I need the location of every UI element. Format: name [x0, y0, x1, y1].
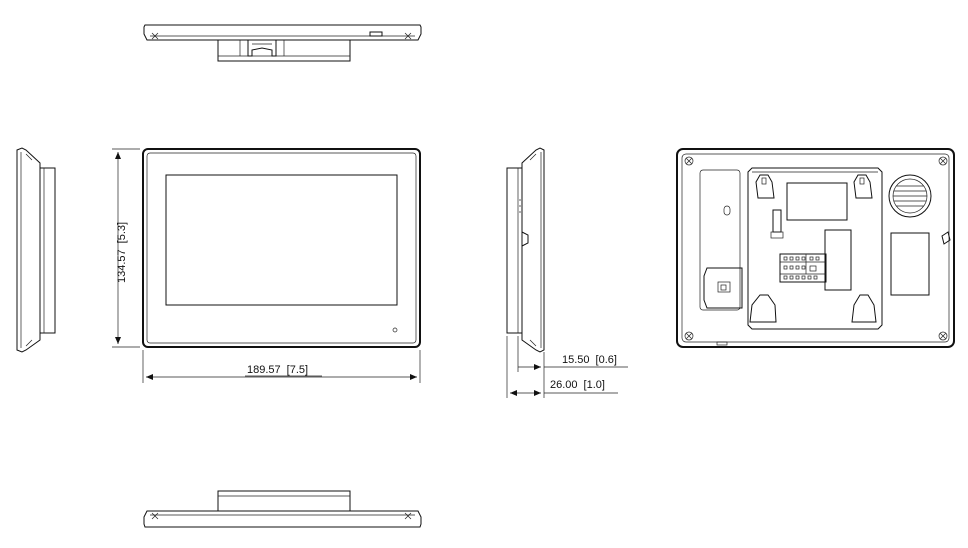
rear-view — [676, 148, 955, 348]
height-dimension-label: 134.57[5.3] — [116, 222, 128, 283]
top-view — [143, 24, 422, 62]
bottom-view — [143, 490, 422, 528]
width-dimension: 189.57[7.5] — [142, 350, 421, 383]
left-side-view — [16, 147, 56, 353]
right-side-view — [506, 147, 545, 353]
total-depth-label: 26.00[1.0] — [550, 379, 605, 391]
depth-dimensions: 15.50[0.6] 26.00[1.0] — [506, 336, 628, 398]
width-dimension-label: 189.57[7.5] — [247, 364, 308, 376]
height-dimension: 134.57[5.3] — [112, 148, 140, 348]
front-view — [142, 148, 421, 348]
body-depth-label: 15.50[0.6] — [562, 354, 617, 366]
